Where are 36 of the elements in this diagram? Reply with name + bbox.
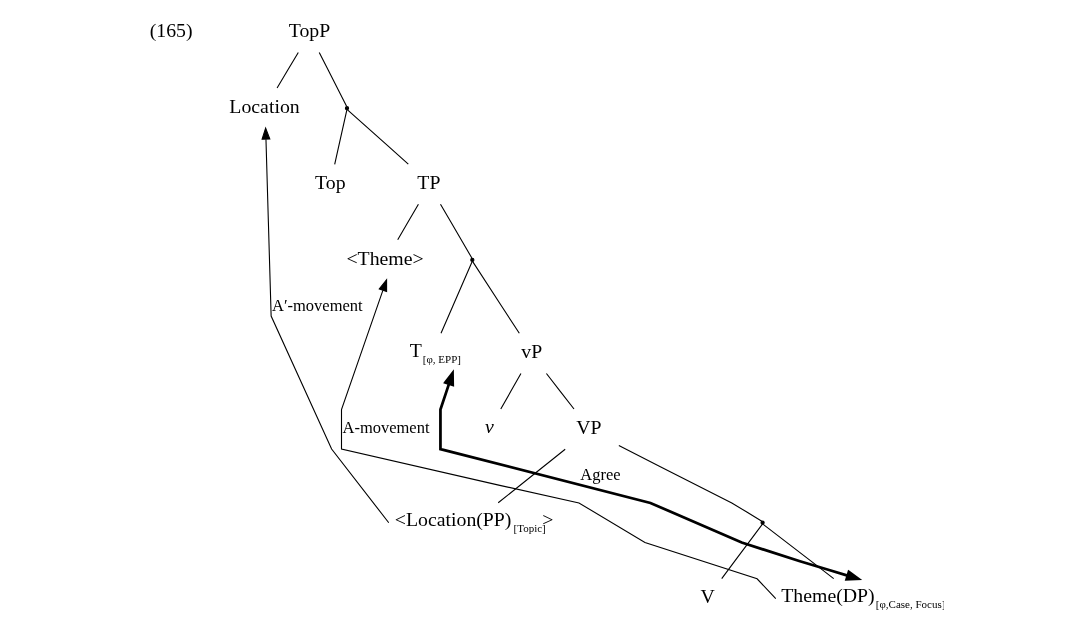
- edge-label: A′-movement: [272, 295, 363, 315]
- connector: [334, 109, 348, 165]
- node-point: [760, 520, 765, 525]
- connector: [762, 523, 835, 580]
- connector: [721, 523, 763, 580]
- connector: [439, 203, 473, 259]
- node-text: TP: [417, 170, 441, 193]
- node-text: VP: [576, 416, 602, 439]
- connector: [545, 372, 575, 410]
- node-text: Top: [315, 170, 346, 193]
- node-text: <Location(PP)$_{[Topic]}$>: [394, 508, 554, 535]
- node-text: Theme(DP)$_{[φ,Case, Focus]}$: [781, 584, 946, 611]
- label: (165): [149, 19, 193, 42]
- arrow: [261, 126, 390, 524]
- connector: [346, 109, 409, 165]
- connector: [276, 51, 299, 89]
- node-text: V: [700, 585, 715, 608]
- node-text: vP: [521, 340, 543, 363]
- node-point: [344, 106, 350, 111]
- connector: [318, 51, 348, 107]
- node-point: [470, 257, 475, 263]
- node-text: v: [484, 415, 494, 438]
- node-text: T$_{[φ, EPP]}$: [409, 339, 461, 366]
- connector: [497, 448, 566, 504]
- connector: [500, 372, 522, 410]
- node-text: Location: [229, 95, 300, 118]
- connector: [440, 261, 473, 334]
- arrow: [439, 369, 863, 581]
- connector: [472, 261, 520, 334]
- connector: [618, 445, 763, 522]
- node-text: <Theme>: [346, 246, 424, 269]
- arrow: [340, 278, 777, 600]
- edge-label: Agree: [580, 464, 621, 484]
- edge-label: A-movement: [342, 418, 430, 438]
- connector: [397, 203, 419, 241]
- node-text: TopP: [288, 19, 331, 42]
